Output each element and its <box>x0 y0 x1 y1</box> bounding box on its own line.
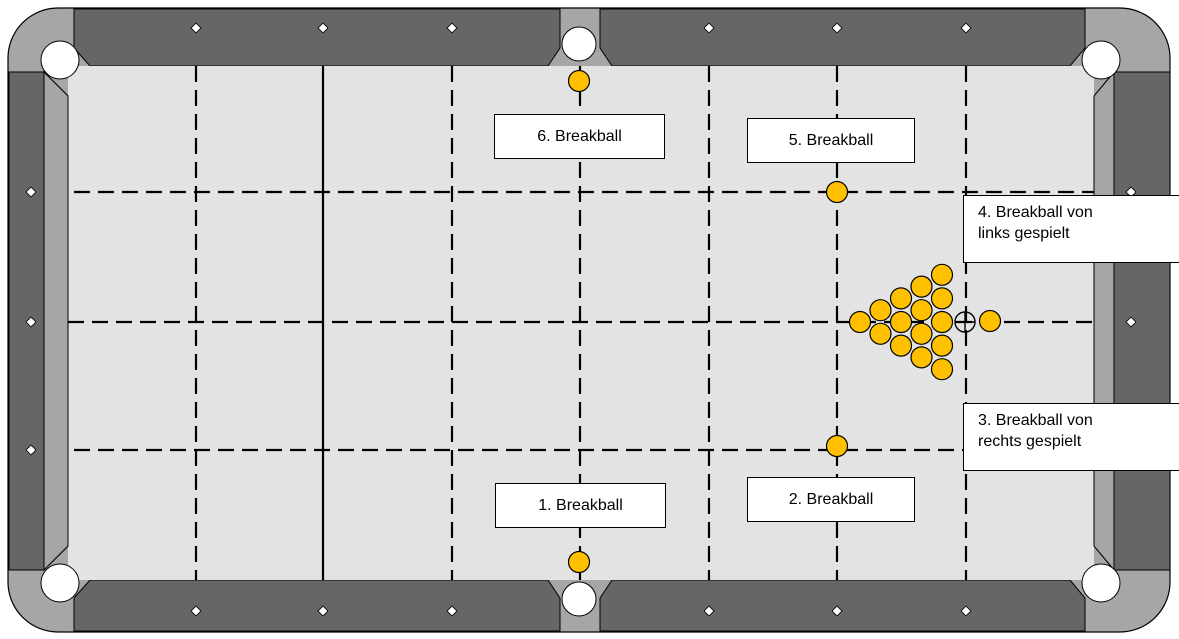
cushion-right <box>1094 72 1114 570</box>
rack-ball <box>870 323 891 344</box>
label-breakball-4: 4. Breakball von links gespielt <box>963 195 1179 263</box>
rail-bottom-left <box>74 580 560 631</box>
rack-ball <box>891 312 912 333</box>
rail-top-right <box>600 9 1085 66</box>
pocket-bottom-left <box>41 564 79 602</box>
rack-ball <box>911 347 932 368</box>
rail-bottom-right <box>600 580 1085 631</box>
crosshair-spot-icon <box>955 312 975 332</box>
label-breakball-3-line2: rechts gespielt <box>978 431 1179 452</box>
label-breakball-4-line1: 4. Breakball von <box>978 202 1179 223</box>
label-breakball-3-line1: 3. Breakball von <box>978 410 1179 431</box>
label-breakball-6-text: 6. Breakball <box>537 126 622 147</box>
rack-ball <box>891 335 912 356</box>
label-breakball-5: 5. Breakball <box>747 118 915 163</box>
label-breakball-3: 3. Breakball von rechts gespielt <box>963 403 1179 471</box>
label-breakball-2: 2. Breakball <box>747 477 915 522</box>
pocket-top-middle <box>562 27 596 61</box>
rack-ball <box>891 288 912 309</box>
pocket-bottom-right <box>1082 564 1120 602</box>
breakball-4-ball <box>980 311 1001 332</box>
label-breakball-5-text: 5. Breakball <box>789 130 874 151</box>
rack-ball <box>932 359 953 380</box>
rack-ball <box>911 276 932 297</box>
rack-ball <box>870 300 891 321</box>
label-breakball-6: 6. Breakball <box>494 114 665 159</box>
rack-ball <box>911 300 932 321</box>
cushion-left <box>44 72 68 570</box>
rack-ball <box>932 264 953 285</box>
rack-ball <box>850 312 871 333</box>
label-breakball-1-text: 1. Breakball <box>538 495 623 516</box>
breakball-1-ball <box>569 552 590 573</box>
pocket-top-left <box>41 41 79 79</box>
breakball-2-ball <box>827 436 848 457</box>
breakball-5-ball <box>827 182 848 203</box>
label-breakball-1: 1. Breakball <box>495 483 666 528</box>
label-breakball-2-text: 2. Breakball <box>789 489 874 510</box>
rack-ball <box>911 323 932 344</box>
pocket-bottom-middle <box>562 582 596 616</box>
rack-ball <box>932 288 953 309</box>
rack-ball <box>932 312 953 333</box>
rail-top-left <box>74 9 560 66</box>
rack-ball <box>932 335 953 356</box>
pocket-top-right <box>1082 41 1120 79</box>
label-breakball-4-line2: links gespielt <box>978 223 1179 244</box>
breakball-6-ball <box>569 71 590 92</box>
